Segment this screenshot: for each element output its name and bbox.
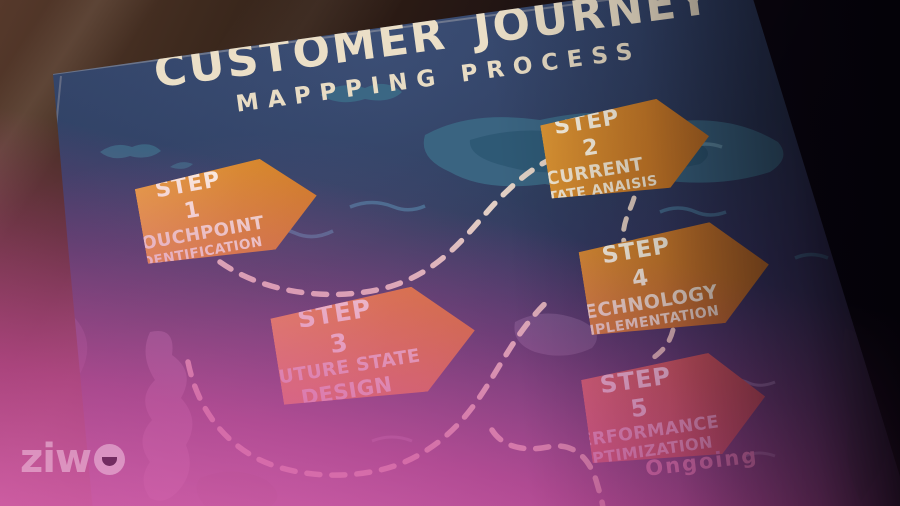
location-pin-icon [0,0,55,76]
ziwo-logo: ziw [20,436,125,482]
ziwo-logo-text: ziw [20,436,92,482]
trail-to-bottom [489,427,606,506]
smile-mark [101,456,117,466]
smiley-o-icon [93,443,125,475]
trail-step4-to-step5 [646,327,676,364]
trail-step2-to-step4 [620,195,637,245]
